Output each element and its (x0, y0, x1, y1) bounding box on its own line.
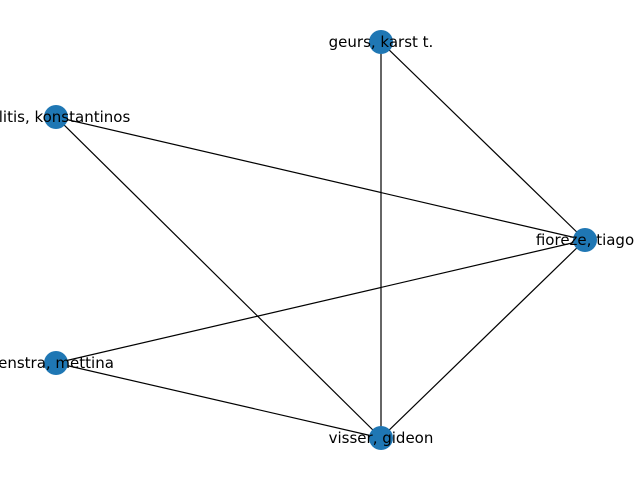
node-salitis[interactable] (44, 105, 68, 129)
node-label-salitis: salitis, konstantinos (0, 108, 130, 126)
edge-fioreze-enstra (55, 239, 586, 364)
edge-geurs-fioreze (380, 41, 586, 241)
nodes-layer (44, 30, 597, 450)
node-label-enstra: enstra, mettina (0, 354, 114, 372)
edges-layer (55, 41, 586, 439)
edge-fioreze-visser (380, 239, 586, 439)
node-visser[interactable] (369, 426, 393, 450)
labels-layer: geurs, karst t. salitis, konstantinos fior… (0, 33, 634, 447)
edge-salitis-visser (55, 116, 382, 439)
node-label-visser: visser, gideon (329, 429, 434, 447)
node-enstra[interactable] (44, 351, 68, 375)
node-label-fioreze: fioreze, tiago (536, 231, 634, 249)
node-geurs[interactable] (369, 30, 393, 54)
node-fioreze[interactable] (573, 228, 597, 252)
edge-enstra-visser (55, 362, 382, 439)
edge-salitis-fioreze (55, 116, 586, 241)
node-label-geurs: geurs, karst t. (329, 33, 434, 51)
